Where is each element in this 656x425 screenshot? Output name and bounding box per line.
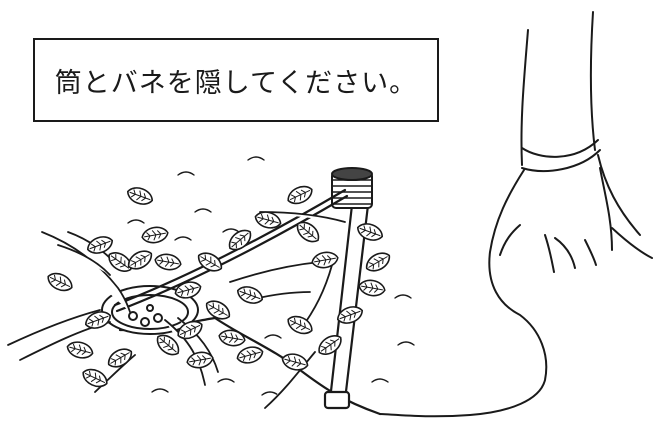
trigger-rod [113,188,349,313]
instruction-text: 筒とバネを隠してください。 [54,67,418,99]
trap-plate [101,285,199,335]
instruction-box: 筒とバネを隠してください。 [33,38,439,122]
tree-trunk [379,11,653,418]
